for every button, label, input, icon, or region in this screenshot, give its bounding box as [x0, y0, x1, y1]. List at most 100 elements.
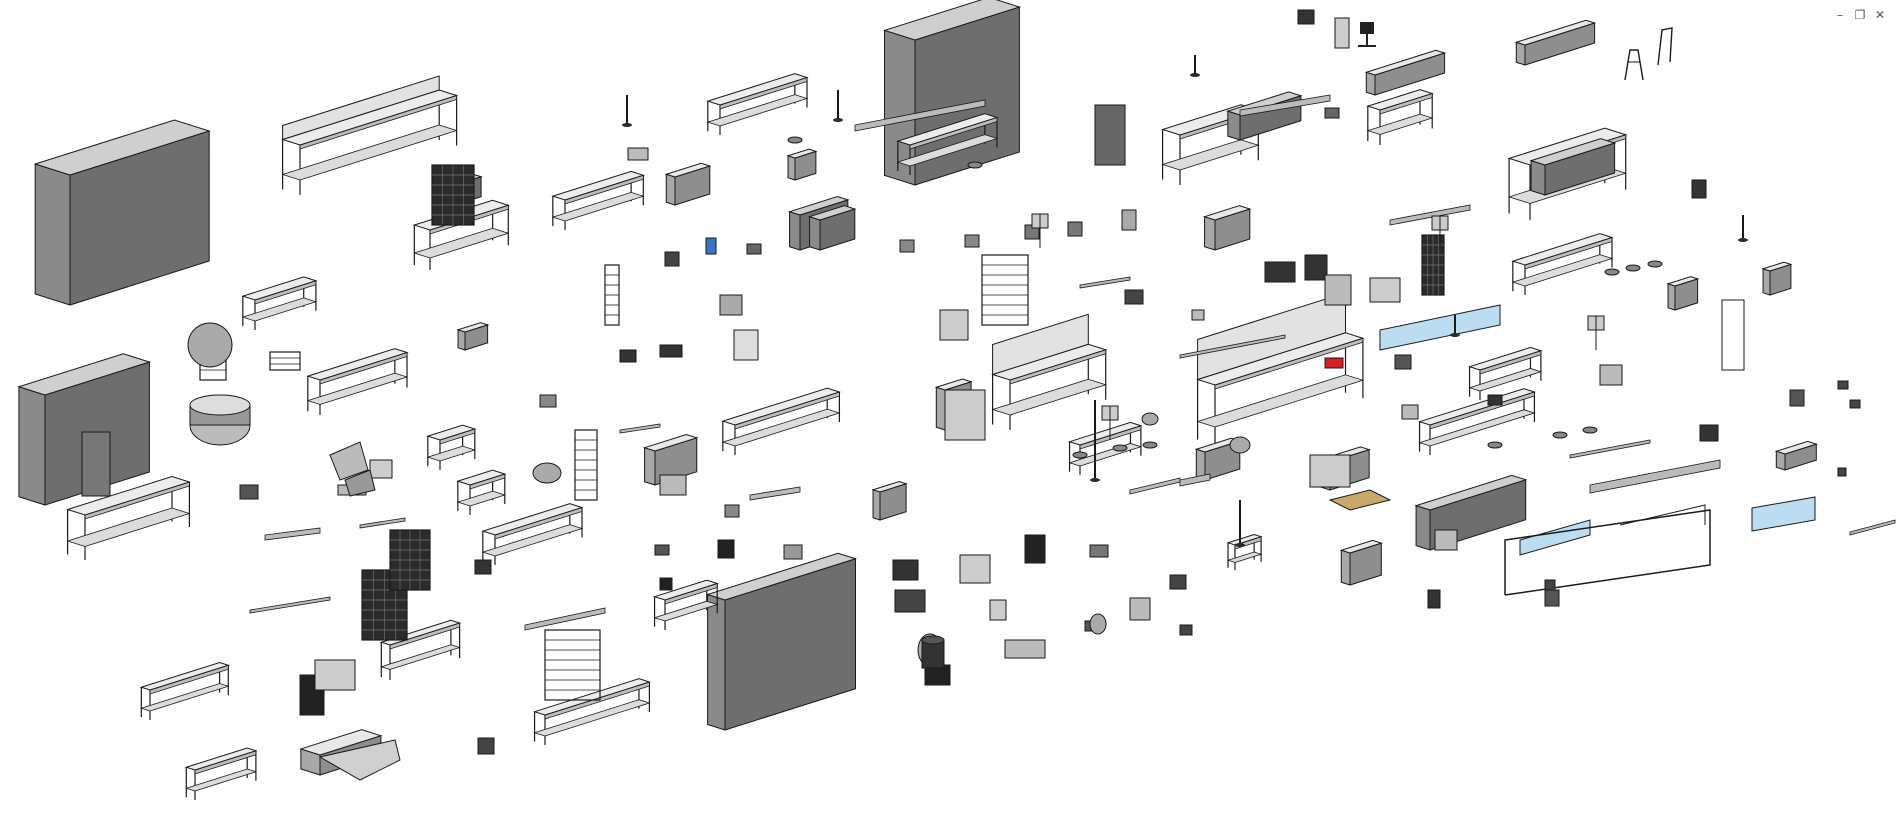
- small-equipment-13[interactable]: [1124, 289, 1144, 305]
- shelf-14[interactable]: [359, 517, 406, 529]
- cube-10[interactable]: [456, 322, 490, 351]
- red-sign[interactable]: [1324, 357, 1344, 369]
- sink-basin-4[interactable]: [1552, 431, 1568, 439]
- small-equipment-53[interactable]: [314, 659, 356, 691]
- small-equipment-56[interactable]: [539, 394, 557, 408]
- rack-8[interactable]: [1421, 234, 1445, 296]
- small-equipment-21[interactable]: [1309, 454, 1351, 488]
- backsplash-10[interactable]: [992, 313, 1089, 376]
- small-equipment-16[interactable]: [1304, 254, 1328, 281]
- small-equipment-41[interactable]: [717, 539, 735, 559]
- stand-2[interactable]: [833, 90, 843, 122]
- counter-21[interactable]: [1467, 346, 1543, 400]
- small-equipment-29[interactable]: [944, 389, 986, 441]
- small-equipment-45[interactable]: [659, 577, 673, 591]
- small-equipment-48[interactable]: [654, 544, 670, 556]
- wire-rack-6[interactable]: [574, 429, 598, 501]
- small-equipment-64[interactable]: [1599, 364, 1623, 386]
- glass-sneeze-guard-1[interactable]: [1379, 304, 1501, 351]
- counter-14[interactable]: [139, 661, 230, 721]
- oven-2[interactable]: [1202, 205, 1252, 251]
- small-equipment-32[interactable]: [1024, 534, 1046, 564]
- small-equipment-5[interactable]: [719, 294, 743, 316]
- frame-outline-2[interactable]: [1619, 504, 1706, 526]
- stand-4[interactable]: [1450, 315, 1460, 337]
- walk-in-cooler[interactable]: [33, 119, 211, 306]
- ramp-tray[interactable]: [318, 739, 401, 781]
- service-table-12[interactable]: [65, 475, 192, 561]
- counter-22[interactable]: [1366, 89, 1434, 145]
- close-icon[interactable]: ✕: [1874, 8, 1886, 22]
- small-equipment-44[interactable]: [659, 474, 687, 496]
- small-equipment-55[interactable]: [474, 559, 492, 575]
- duct-elbow[interactable]: [329, 441, 376, 497]
- stand-3[interactable]: [1190, 55, 1200, 77]
- appliance-5[interactable]: [1514, 19, 1597, 66]
- small-equipment-58[interactable]: [1394, 354, 1412, 370]
- counter-15[interactable]: [184, 747, 258, 800]
- cooler-door-panel[interactable]: [1094, 104, 1126, 166]
- tall-column-7[interactable]: [604, 264, 620, 326]
- long-shelf-1[interactable]: [854, 99, 986, 132]
- small-equipment-49[interactable]: [369, 459, 393, 479]
- round-item-2[interactable]: [1229, 436, 1251, 454]
- cube-7[interactable]: [871, 481, 908, 521]
- small-equipment-8[interactable]: [899, 239, 915, 253]
- trash-can[interactable]: [921, 635, 945, 669]
- small-equipment-46[interactable]: [659, 344, 683, 358]
- sink-basin-3[interactable]: [1487, 441, 1503, 449]
- shelf-15[interactable]: [619, 423, 661, 434]
- small-equipment-37[interactable]: [1129, 597, 1151, 621]
- counter-18[interactable]: [652, 579, 719, 630]
- small-equipment-31[interactable]: [989, 599, 1007, 621]
- small-equipment-14[interactable]: [1191, 309, 1205, 321]
- small-equipment-4[interactable]: [664, 251, 680, 267]
- small-equipment-30[interactable]: [959, 554, 991, 584]
- counter-17[interactable]: [532, 678, 652, 745]
- wire-rack-4[interactable]: [981, 254, 1029, 326]
- sink-basin-11[interactable]: [1647, 260, 1663, 268]
- small-equipment-62[interactable]: [1837, 380, 1849, 390]
- small-equipment-23[interactable]: [1434, 529, 1458, 551]
- small-equipment-27[interactable]: [1837, 467, 1847, 477]
- shelf-12[interactable]: [249, 596, 331, 614]
- shelf-13[interactable]: [1079, 276, 1131, 289]
- small-equipment-39[interactable]: [1179, 624, 1193, 636]
- cube-9[interactable]: [1761, 261, 1793, 296]
- hand-truck[interactable]: [1657, 27, 1673, 66]
- exhaust-dome[interactable]: [189, 394, 251, 446]
- dark-rack-1[interactable]: [431, 164, 475, 226]
- walk-in-box-center[interactable]: [705, 552, 858, 731]
- small-equipment-18[interactable]: [1369, 277, 1401, 303]
- counter-13[interactable]: [481, 503, 584, 565]
- cube-12[interactable]: [1339, 539, 1383, 586]
- warmer-22[interactable]: [1226, 91, 1303, 141]
- small-equipment-25[interactable]: [1544, 579, 1556, 591]
- hand-sink-1[interactable]: [1031, 213, 1049, 248]
- stand-1[interactable]: [622, 95, 632, 127]
- sink-basin-9[interactable]: [1604, 268, 1620, 276]
- long-shelf-4[interactable]: [1179, 334, 1286, 359]
- unit-21[interactable]: [807, 205, 857, 251]
- rack-10[interactable]: [269, 351, 301, 371]
- appliance-4[interactable]: [1364, 49, 1447, 96]
- small-equipment-60[interactable]: [1089, 544, 1109, 558]
- sink-table-25[interactable]: [1067, 421, 1143, 475]
- walk-in-freezer[interactable]: [882, 0, 1022, 186]
- small-equipment-26[interactable]: [1699, 424, 1719, 442]
- small-equipment-7[interactable]: [746, 243, 762, 255]
- serving-counter-11[interactable]: [1195, 332, 1365, 445]
- small-equipment-57[interactable]: [1487, 394, 1503, 406]
- small-equipment-1[interactable]: [1297, 9, 1315, 25]
- table-26[interactable]: [456, 469, 507, 515]
- blue-panel[interactable]: [705, 237, 717, 255]
- shelf-16[interactable]: [749, 486, 801, 501]
- hand-sink-4[interactable]: [1101, 405, 1119, 440]
- round-item-6[interactable]: [1141, 412, 1159, 426]
- glass-sneeze-guard-3[interactable]: [1751, 496, 1816, 532]
- work-table-6[interactable]: [896, 113, 999, 175]
- dark-rack-3[interactable]: [389, 529, 431, 591]
- small-equipment-38[interactable]: [1169, 574, 1187, 590]
